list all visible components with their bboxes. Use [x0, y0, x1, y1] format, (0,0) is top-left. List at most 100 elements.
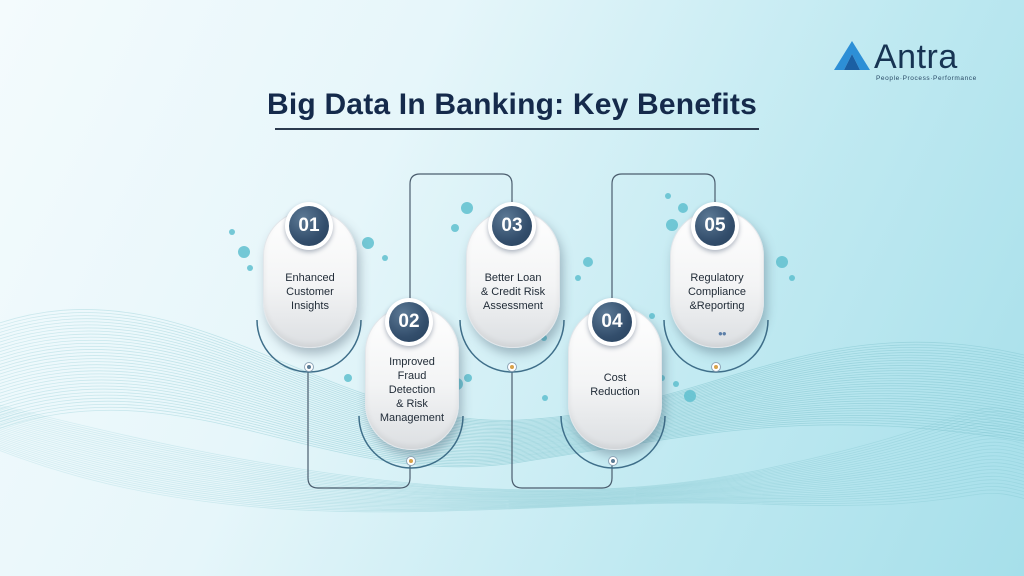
brand-tagline: People·Process·Performance	[876, 75, 977, 82]
wave-line	[0, 415, 1024, 495]
base-arc	[256, 319, 362, 373]
bubble	[776, 256, 788, 268]
wave-line	[0, 349, 1024, 439]
wave-line	[0, 394, 1024, 460]
bubble	[382, 255, 388, 261]
pill-base-arcs	[256, 319, 769, 469]
wave-line	[0, 446, 1024, 510]
bubble	[678, 203, 688, 213]
connector-node-03	[507, 362, 517, 372]
step-badge-01: 01	[285, 202, 333, 250]
wave-line	[0, 391, 1024, 459]
wave-line	[0, 379, 1024, 453]
wave-line	[0, 422, 1024, 498]
wave-line	[0, 321, 1024, 427]
wave-line	[0, 440, 1024, 507]
triangle-a-logo-icon	[834, 41, 870, 70]
connector-node-04	[608, 456, 618, 466]
connector-line	[611, 173, 716, 300]
wave-line	[0, 431, 1024, 502]
wave-line	[0, 444, 1024, 509]
bubble	[673, 381, 679, 387]
step-number-02: 02	[389, 302, 429, 342]
connector-lines	[307, 173, 716, 489]
wave-line	[0, 318, 1024, 425]
bubble	[666, 219, 678, 231]
brand-name: Antra	[874, 38, 958, 76]
wave-line	[0, 448, 1024, 512]
wave-line	[0, 449, 1024, 513]
wave-line	[0, 345, 1024, 438]
wave-line	[0, 382, 1024, 455]
wave-line	[0, 413, 1024, 495]
wave-line	[0, 361, 1024, 444]
bubble	[362, 237, 374, 249]
antra-logo[interactable]: Antra People·Process·Performance	[832, 38, 982, 88]
bubble	[583, 257, 593, 267]
wave-line	[0, 428, 1024, 501]
base-arc	[560, 415, 666, 469]
wave-line	[0, 355, 1024, 442]
wave-line	[0, 430, 1024, 501]
connector-line	[307, 370, 411, 489]
wave-line	[0, 330, 1024, 431]
wave-line	[0, 373, 1024, 450]
wave-line	[0, 327, 1024, 429]
connector-node-05	[711, 362, 721, 372]
wave-lines	[0, 309, 1024, 513]
step-number-04: 04	[592, 302, 632, 342]
page-title: Big Data In Banking: Key Benefits	[266, 88, 757, 121]
wave-line	[0, 388, 1024, 457]
wave-line	[0, 410, 1024, 493]
wave-line	[0, 364, 1024, 446]
step-card-02: Improved Fraud Detection & Risk Manageme…	[365, 306, 459, 450]
wave-line	[0, 376, 1024, 452]
wave-line	[0, 406, 1024, 492]
bubble	[684, 390, 696, 402]
wave-line	[0, 352, 1024, 440]
wave-line	[0, 433, 1024, 503]
step-badge-02: 02	[385, 298, 433, 346]
wave-line	[0, 358, 1024, 443]
step-label-01: Enhanced Customer Insights	[285, 272, 335, 312]
wave-line	[0, 435, 1024, 504]
connector-line	[409, 173, 513, 300]
wave-line	[0, 426, 1024, 500]
wave-line	[0, 439, 1024, 506]
wave-line	[0, 315, 1024, 424]
step-number-03: 03	[492, 206, 532, 246]
title-underline	[275, 128, 759, 130]
wave-line	[0, 370, 1024, 449]
wave-line	[0, 419, 1024, 497]
step-number-01: 01	[289, 206, 329, 246]
wave-line	[0, 385, 1024, 456]
wave-line	[0, 408, 1024, 492]
wave-line	[0, 417, 1024, 496]
base-arc	[459, 319, 565, 373]
decorative-bubbles	[229, 193, 795, 402]
wave-line	[0, 342, 1024, 436]
wave-line	[0, 442, 1024, 508]
wave-line	[0, 324, 1024, 428]
base-arc	[358, 415, 464, 469]
step-label-04: Cost Reduction	[590, 372, 640, 398]
step-number-05: 05	[695, 206, 735, 246]
wave-line	[0, 312, 1024, 423]
wave-line	[0, 424, 1024, 499]
connector-node-02	[406, 456, 416, 466]
wave-line	[0, 309, 1024, 421]
bubble	[461, 202, 473, 214]
step-label-05: Regulatory Compliance &Reporting	[687, 272, 747, 312]
bubble	[665, 193, 671, 199]
step-label-03: Better Loan & Credit Risk Assessment	[480, 272, 546, 312]
wave-line	[0, 397, 1024, 462]
wave-line	[0, 409, 1024, 468]
wave-line	[0, 400, 1024, 463]
step-badge-05: 05	[691, 202, 739, 250]
bubble	[464, 374, 472, 382]
bubble	[542, 395, 548, 401]
bubble	[344, 374, 352, 382]
wave-line	[0, 406, 1024, 466]
step-badge-03: 03	[488, 202, 536, 250]
